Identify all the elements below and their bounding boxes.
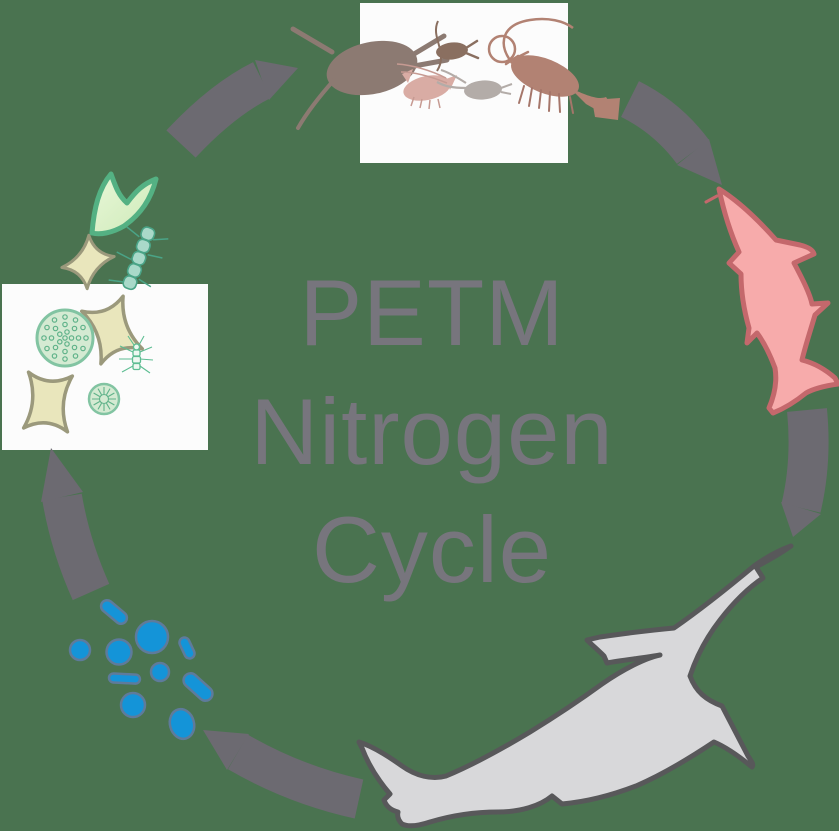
bacterium-coccus — [134, 619, 170, 655]
copepod-gray — [436, 68, 513, 100]
arrowhead — [677, 139, 722, 185]
phytoplankton-diatoms-icon — [21, 171, 169, 434]
centric-diatom-small — [87, 382, 121, 416]
fish-body-path — [716, 186, 839, 416]
fish-mouth-line — [704, 194, 719, 204]
shark-icon — [356, 543, 794, 829]
diatom-spoke-pattern — [92, 387, 116, 411]
copepod-large — [290, 26, 450, 130]
figure-title: PETM Nitrogen Cycle — [250, 260, 613, 602]
centric-diatom-large — [35, 308, 95, 368]
arrowhead — [203, 730, 249, 770]
arrow-phyto-to-zoo — [166, 60, 298, 158]
bacterium-rod — [182, 672, 214, 702]
title-line-2: Nitrogen — [250, 379, 613, 484]
cycle-arrows — [41, 60, 829, 819]
chain-diatom — [108, 226, 169, 291]
bacterium-coccus — [149, 661, 171, 683]
bacterium-coccus — [105, 638, 133, 666]
arrow-zoo-to-fish — [620, 81, 722, 185]
krill-large — [487, 17, 620, 120]
fish-icon — [704, 186, 839, 416]
bacterium-rod — [99, 598, 129, 626]
arrow-shark-to-bacteria — [203, 730, 364, 819]
bacterium-coccus — [68, 638, 92, 662]
dinoflagellate-wing — [89, 171, 159, 237]
micro-crustacean-critter — [119, 335, 154, 374]
arrowhead — [41, 448, 83, 502]
arrowhead — [255, 60, 298, 100]
title-line-3: Cycle — [312, 497, 552, 602]
bacterium-rod — [178, 636, 196, 660]
corset-diatom-3 — [21, 370, 75, 434]
bacterium-ovoid — [168, 707, 196, 741]
arrow-fish-to-shark — [781, 408, 829, 537]
copepod-small — [435, 20, 480, 72]
arrowhead — [781, 502, 821, 537]
zooplankton-crustaceans-icon — [290, 17, 620, 130]
bacterium-rod — [107, 672, 142, 685]
title-line-1: PETM — [299, 260, 564, 365]
bacterium-coccus — [119, 691, 147, 719]
diatom-pore-pattern — [41, 314, 89, 362]
shark-body-path — [356, 543, 794, 829]
arrow-bacteria-to-phyto — [41, 448, 110, 601]
bacteria-icon — [68, 598, 214, 741]
